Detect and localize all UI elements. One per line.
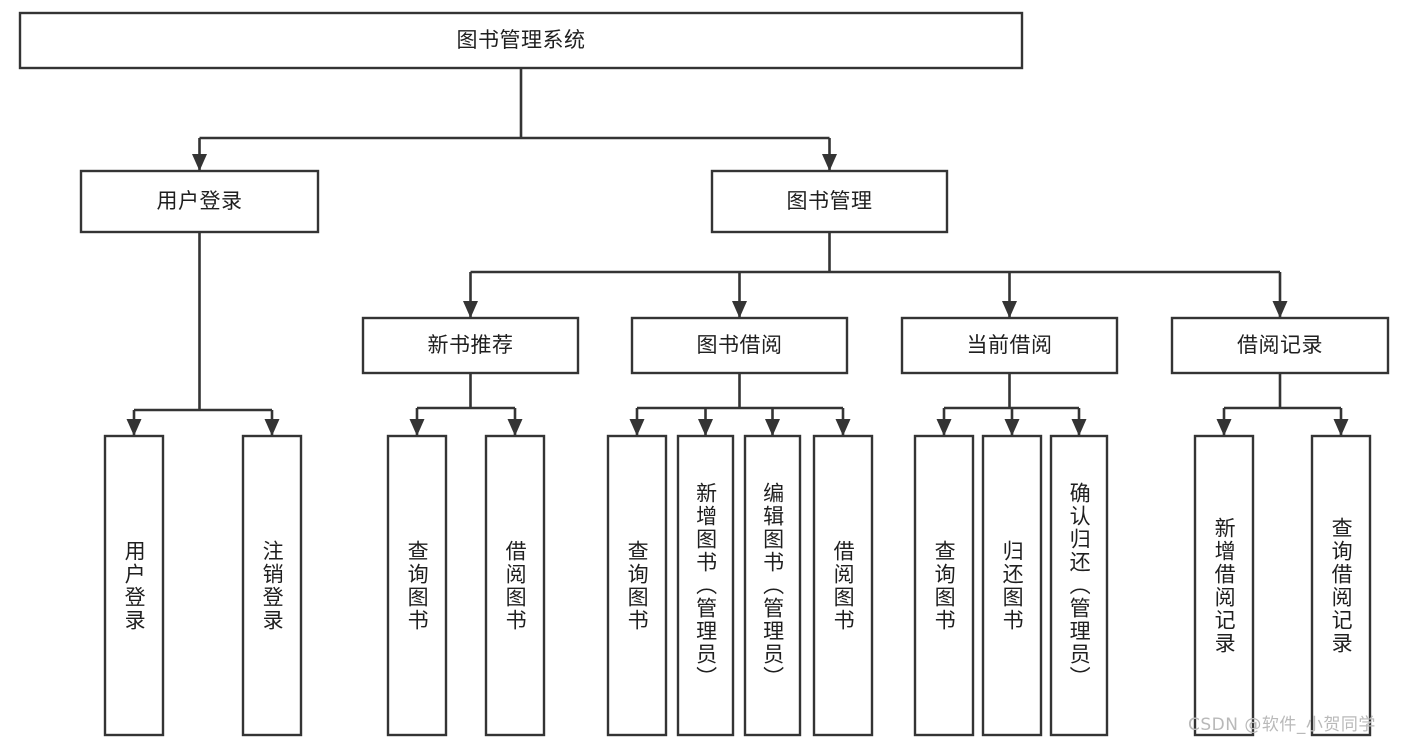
node-boxes	[18, 11, 1390, 737]
node-box-leaf-query-book-current[interactable]	[913, 434, 975, 737]
connector-lines	[126, 68, 1349, 436]
arrowhead-icon	[1002, 301, 1017, 318]
node-box-leaf-borrow-book[interactable]	[812, 434, 874, 737]
watermark-text: CSDN @软件_小贺同学	[1188, 715, 1376, 735]
node-box-leaf-borrow-book-recommend[interactable]	[484, 434, 546, 737]
node-box-new-book-recommend[interactable]	[361, 316, 580, 375]
arrowhead-icon	[732, 301, 747, 318]
arrowhead-icon	[1004, 419, 1020, 436]
arrowhead-icon	[835, 419, 851, 436]
node-box-leaf-add-book[interactable]	[676, 434, 735, 737]
arrowhead-icon	[936, 419, 952, 436]
node-box-leaf-return-book[interactable]	[981, 434, 1043, 737]
node-box-leaf-user-login[interactable]	[103, 434, 165, 737]
arrowhead-icon	[629, 419, 645, 436]
arrowhead-icon	[192, 154, 207, 171]
arrowhead-icon	[765, 419, 780, 436]
arrowhead-icon	[463, 301, 478, 318]
arrowhead-icon	[698, 419, 713, 436]
node-box-book-borrow[interactable]	[630, 316, 849, 375]
arrowhead-icon	[1071, 419, 1087, 436]
node-box-root[interactable]	[18, 11, 1024, 70]
node-box-leaf-add-borrow-record[interactable]	[1193, 434, 1255, 737]
arrowhead-icon	[264, 419, 280, 436]
arrowhead-icon	[507, 419, 523, 436]
node-box-leaf-confirm-return[interactable]	[1049, 434, 1109, 737]
node-box-current-borrow[interactable]	[900, 316, 1119, 375]
node-box-borrow-record[interactable]	[1170, 316, 1390, 375]
arrowhead-icon	[1216, 419, 1232, 436]
node-box-book-management[interactable]	[710, 169, 949, 234]
arrowhead-icon	[822, 154, 837, 171]
arrowhead-icon	[126, 419, 142, 436]
node-box-leaf-user-logout[interactable]	[241, 434, 303, 737]
node-box-leaf-query-borrow-record[interactable]	[1310, 434, 1372, 737]
arrowhead-icon	[409, 419, 425, 436]
node-box-leaf-query-book-recommend[interactable]	[386, 434, 448, 737]
node-box-user-login[interactable]	[79, 169, 320, 234]
node-box-leaf-query-book[interactable]	[606, 434, 668, 737]
arrowhead-icon	[1333, 419, 1349, 436]
node-box-leaf-edit-book[interactable]	[743, 434, 802, 737]
arrowhead-icon	[1272, 301, 1288, 318]
